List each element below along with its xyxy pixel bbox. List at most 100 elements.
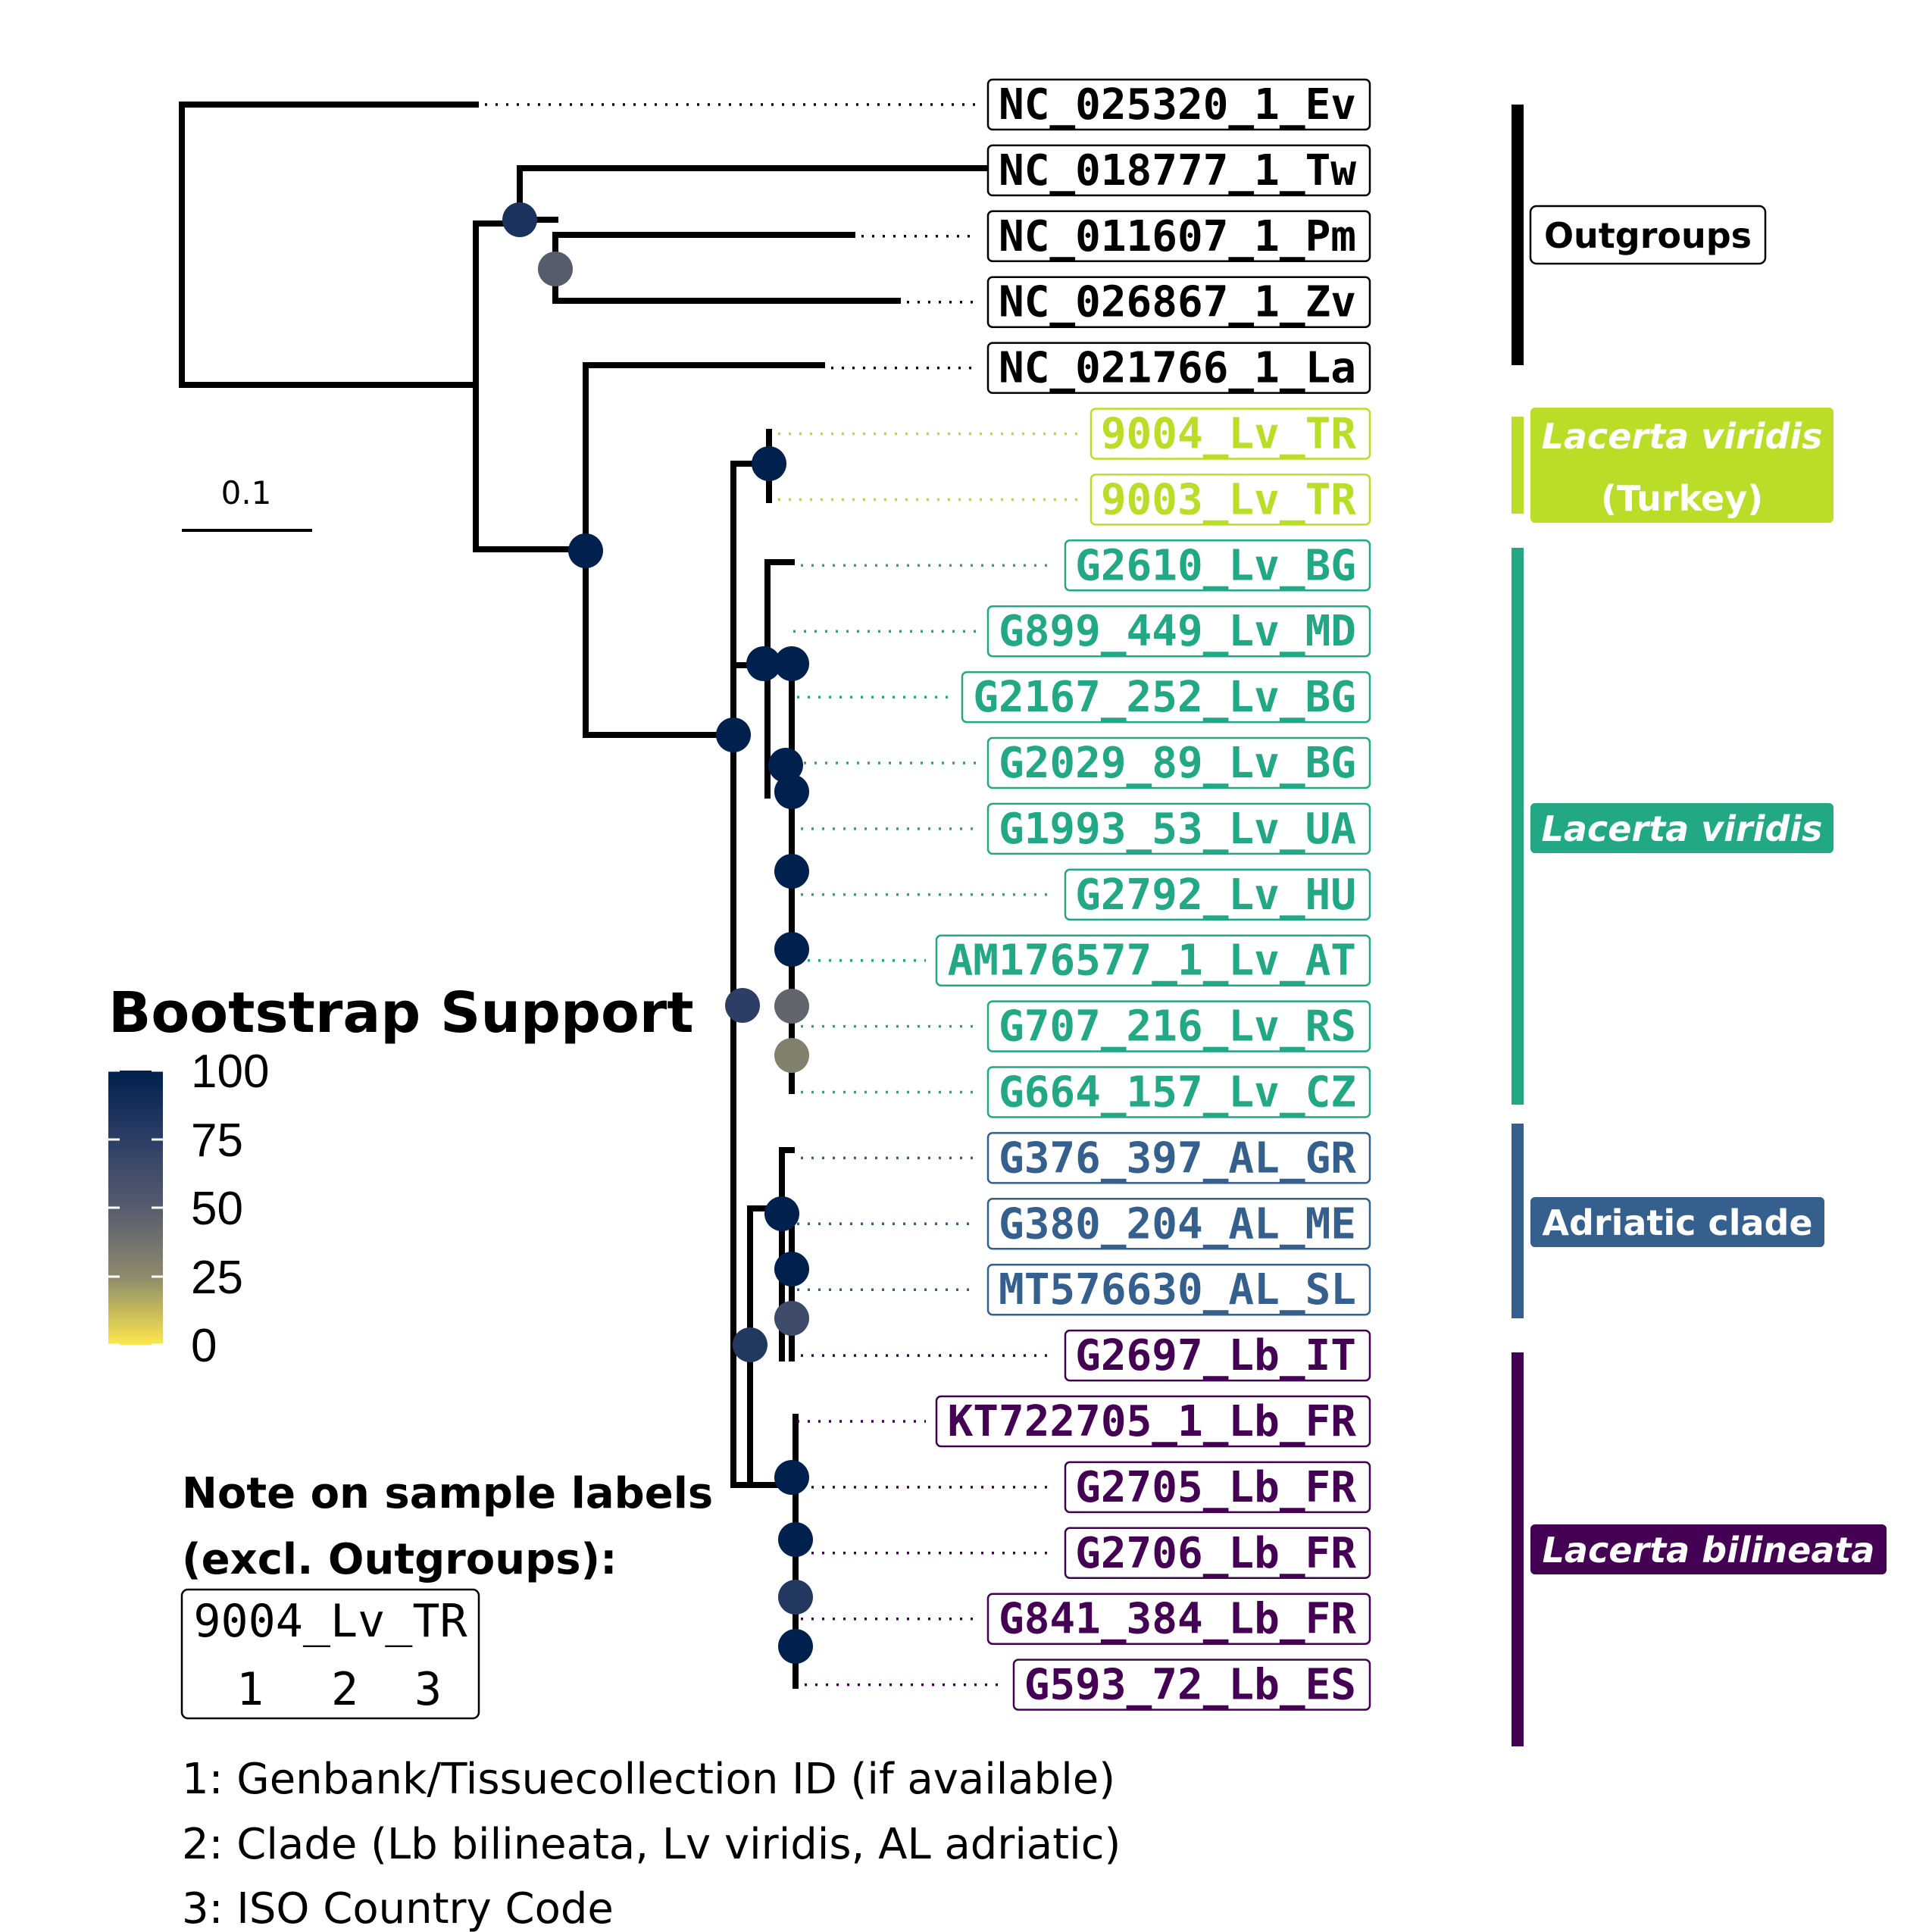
- bootstrap-node: [568, 533, 603, 568]
- tip-label: G664_157_Lv_CZ: [999, 1068, 1356, 1118]
- bootstrap-node-markers: [502, 202, 813, 1664]
- tip-label: NC_011607_1_Pm: [999, 212, 1356, 261]
- tip-label-box: [986, 1066, 1371, 1118]
- tip-label: G707_216_Lv_RS: [999, 1002, 1356, 1052]
- label-note: Note on sample labels (excl. Outgroups):…: [180, 1469, 1121, 1932]
- tip-label: KT722705_1_Lb_FR: [948, 1397, 1357, 1446]
- tip-label: NC_026867_1_Zv: [999, 278, 1356, 327]
- bootstrap-node: [774, 1460, 809, 1495]
- tip-label-box: [1064, 1329, 1371, 1382]
- clade-label: Lacerta bilineata: [1543, 1530, 1875, 1571]
- tip-label: G2610_Lv_BG: [1075, 541, 1356, 590]
- tip-label: G2167_252_Lv_BG: [973, 673, 1356, 722]
- note-example-number-3: 3: [414, 1663, 442, 1716]
- clade-label-box: [1530, 1524, 1887, 1574]
- clade-label: Lacerta viridis: [1542, 808, 1823, 849]
- note-title-line2: (excl. Outgroups):: [182, 1535, 617, 1584]
- tip-label-box: [986, 802, 1371, 855]
- note-item-1: 1: Genbank/Tissuecollection ID (if avail…: [182, 1755, 1115, 1804]
- bootstrap-node: [774, 1252, 809, 1286]
- bootstrap-node: [774, 1038, 809, 1073]
- tip-label: G899_449_Lv_MD: [999, 607, 1356, 656]
- bootstrap-node: [725, 988, 760, 1023]
- bootstrap-node: [538, 252, 573, 286]
- tip-label: G593_72_Lb_ES: [1024, 1661, 1356, 1710]
- tip-label: G2792_Lv_HU: [1075, 871, 1356, 920]
- bootstrap-node: [774, 989, 809, 1024]
- clade-label: Outgroups: [1544, 215, 1752, 256]
- legend-tick-label: 100: [191, 1046, 269, 1098]
- tip-label-box: [986, 736, 1371, 789]
- note-example-box: [180, 1588, 480, 1720]
- tip-label-box: [986, 605, 1371, 658]
- tip-label-box: [986, 78, 1371, 131]
- tip-label-box: [986, 144, 1371, 197]
- tip-label-box: [986, 1593, 1371, 1645]
- note-example-number-2: 2: [331, 1663, 358, 1716]
- bootstrap-node: [502, 202, 537, 237]
- tip-label-box: [1064, 868, 1371, 921]
- clade-label-line2: (Turkey): [1601, 478, 1763, 519]
- tip-label-box: [986, 210, 1371, 263]
- bootstrap-node: [733, 1327, 767, 1362]
- tip-label-box: [986, 1198, 1371, 1250]
- legend-title: Bootstrap Support: [108, 980, 694, 1046]
- bootstrap-node: [774, 932, 809, 967]
- tip-label: G380_204_AL_ME: [999, 1199, 1356, 1249]
- tip-label-box: [986, 1000, 1371, 1052]
- tip-label-box: [1064, 1461, 1371, 1514]
- legend-tick-label: 0: [191, 1320, 217, 1372]
- legend-tick-label: 75: [191, 1114, 243, 1167]
- bootstrap-node: [778, 1522, 813, 1557]
- tip-label-box: [1012, 1658, 1371, 1711]
- scale-bar-label: 0.1: [221, 474, 272, 511]
- bootstrap-node: [778, 1629, 813, 1664]
- tip-label: G2029_89_Lv_BG: [999, 739, 1356, 788]
- tip-label: AM176577_1_Lv_AT: [948, 936, 1356, 986]
- tip-label-box: [1089, 474, 1371, 526]
- clade-label-box: [1530, 803, 1834, 853]
- bootstrap-node: [774, 646, 809, 681]
- clade-label: Lacerta viridis: [1542, 416, 1823, 457]
- note-title-line1: Note on sample labels: [182, 1469, 713, 1518]
- note-example-number-1: 1: [236, 1663, 264, 1716]
- bootstrap-node: [774, 854, 809, 889]
- tip-label: G1993_53_Lv_UA: [999, 805, 1356, 854]
- clade-label-box: [1530, 408, 1834, 523]
- tip-label-box: [935, 1395, 1371, 1448]
- note-example-label: 9004_Lv_TR: [193, 1595, 467, 1648]
- bootstrap-node: [768, 748, 803, 783]
- clade-label: Adriatic clade: [1542, 1202, 1812, 1243]
- bootstrap-node: [716, 717, 751, 752]
- tree-branches: [179, 102, 1007, 1689]
- tip-label-box: [1064, 539, 1371, 592]
- bootstrap-node: [764, 1196, 799, 1231]
- tip-connector-lines: [485, 103, 1080, 1687]
- bootstrap-node: [778, 1580, 813, 1615]
- tip-label-box: [935, 934, 1371, 986]
- tip-label-box: [986, 1132, 1371, 1184]
- tip-label: G376_397_AL_GR: [999, 1133, 1356, 1183]
- note-item-2: 2: Clade (Lb bilineata, Lv viridis, AL a…: [182, 1820, 1121, 1869]
- tip-label: NC_021766_1_La: [999, 344, 1356, 393]
- tip-label-box: [986, 1263, 1371, 1316]
- tip-label: G2697_Lb_IT: [1075, 1331, 1356, 1380]
- tip-label-box: [961, 671, 1371, 724]
- bootstrap-node: [746, 646, 781, 681]
- tip-label-box: [1064, 1527, 1371, 1580]
- clade-label-box: [1530, 1197, 1824, 1247]
- note-item-3: 3: ISO Country Code: [182, 1884, 614, 1932]
- scale-bar: 0.1: [182, 474, 312, 532]
- bootstrap-node: [774, 774, 809, 809]
- tip-label: G2706_Lb_FR: [1075, 1529, 1356, 1578]
- legend-tick-label: 25: [191, 1252, 243, 1304]
- tip-label: G2705_Lb_FR: [1075, 1463, 1356, 1512]
- tip-label-box: [1089, 408, 1371, 460]
- tip-label-box: [986, 342, 1371, 394]
- clade-label-box: [1529, 205, 1767, 265]
- tip-label: MT576630_AL_SL: [999, 1265, 1356, 1315]
- tip-label: NC_018777_1_Tw: [999, 146, 1356, 195]
